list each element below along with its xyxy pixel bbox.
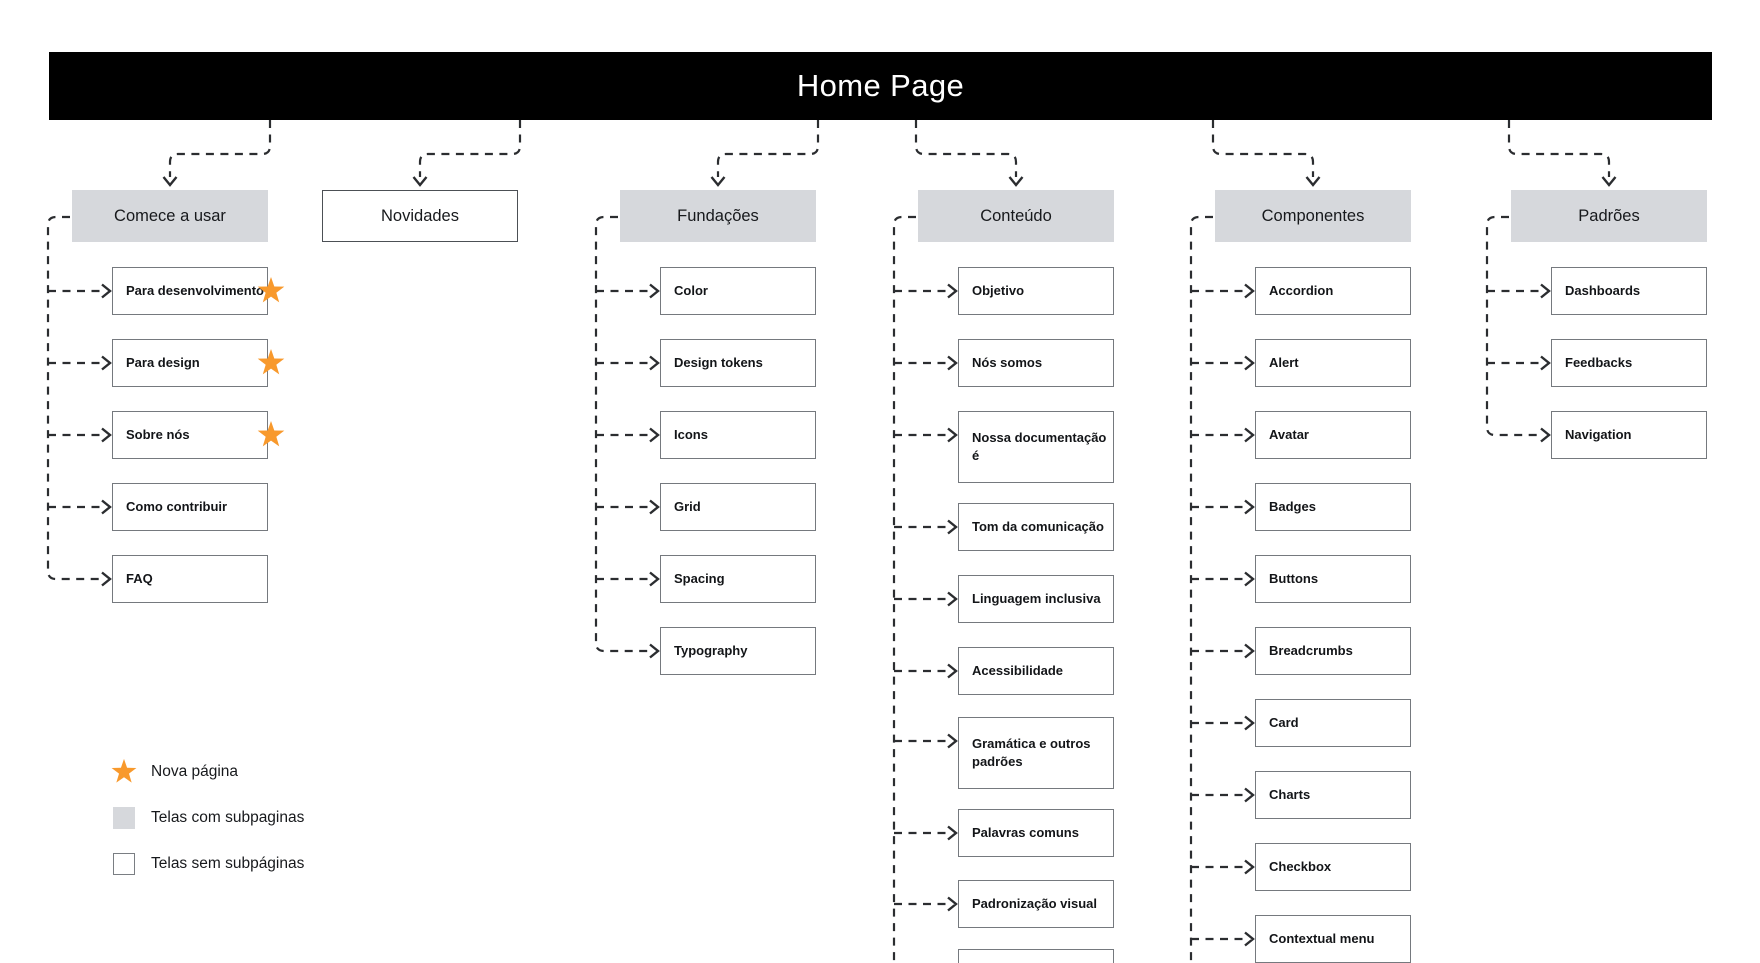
column-header-label: Novidades: [381, 206, 459, 225]
column-header-1[interactable]: Novidades: [322, 190, 518, 242]
node-child[interactable]: Breadcrumbs: [1255, 627, 1411, 675]
new-page-star-icon: [256, 276, 286, 306]
node-child[interactable]: Design tokens: [660, 339, 816, 387]
column-header-0[interactable]: Comece a usar: [72, 190, 268, 242]
node-child[interactable]: Grid: [660, 483, 816, 531]
node-child-label: Color: [674, 282, 708, 298]
node-child[interactable]: Objetivo: [958, 267, 1114, 315]
legend-item-label: Telas com subpaginas: [151, 809, 305, 826]
node-child-label: Breadcrumbs: [1269, 642, 1353, 658]
node-child-label: Para desenvolvimento: [126, 282, 264, 298]
node-child[interactable]: Card: [1255, 699, 1411, 747]
node-child-label: Alert: [1269, 354, 1299, 370]
node-child[interactable]: Para design: [112, 339, 285, 387]
node-child-label: Padronização visual: [972, 895, 1097, 911]
column-header-3[interactable]: Conteúdo: [918, 190, 1114, 242]
home-page-title: Home Page: [796, 68, 965, 103]
node-child[interactable]: Buttons: [1255, 555, 1411, 603]
node-child[interactable]: Badges: [1255, 483, 1411, 531]
column-header-label: Componentes: [1261, 206, 1365, 225]
node-child-label: Gramática e outros padrões: [972, 735, 1091, 769]
node-child[interactable]: Checkbox: [1255, 843, 1411, 891]
node-child-label: Badges: [1269, 498, 1316, 514]
no-subpages-swatch-icon: [110, 850, 138, 878]
node-child-label: Para design: [126, 354, 200, 370]
node-child[interactable]: Como contribuir: [112, 483, 268, 531]
node-child-label: Acessibilidade: [972, 662, 1064, 678]
node-child-label: Como contribuir: [126, 498, 228, 514]
node-child-label: Feedbacks: [1565, 354, 1633, 370]
node-child-label: Sobre nós: [126, 426, 190, 442]
node-child[interactable]: Typography: [660, 627, 816, 675]
node-child[interactable]: FAQ: [112, 555, 268, 603]
node-child[interactable]: Alert: [1255, 339, 1411, 387]
node-child-label: Checkbox: [1269, 858, 1332, 874]
legend-item-label: Telas sem subpáginas: [151, 855, 305, 872]
node-child[interactable]: Padronização visual: [958, 880, 1114, 928]
legend-item-label: Nova página: [151, 763, 239, 780]
node-child[interactable]: Acessibilidade: [958, 647, 1114, 695]
node-child-label: Spacing: [674, 570, 725, 586]
column-header-4[interactable]: Componentes: [1215, 190, 1411, 242]
node-child-label: Typography: [674, 642, 748, 658]
subpages-swatch-icon: [110, 804, 138, 832]
node-child[interactable]: Para desenvolvimento: [112, 267, 285, 315]
node-child-label: Nossa documentação é: [972, 429, 1107, 463]
node-child-label: Accordion: [1269, 282, 1334, 298]
new-page-star-icon: [110, 758, 138, 786]
node-child[interactable]: Accordion: [1255, 267, 1411, 315]
node-child-label: Objetivo: [972, 282, 1025, 298]
node-child[interactable]: [958, 949, 1114, 963]
legend-item-new-page: Nova página: [110, 758, 238, 786]
node-child[interactable]: Avatar: [1255, 411, 1411, 459]
node-child[interactable]: Nossa documentação é: [958, 411, 1114, 483]
node-child-label: Nós somos: [972, 354, 1043, 370]
node-child[interactable]: Spacing: [660, 555, 816, 603]
node-child-label: Grid: [674, 498, 701, 514]
node-child-label: FAQ: [126, 570, 153, 586]
node-child-label: Navigation: [1565, 426, 1632, 442]
node-child[interactable]: Tom da comunicação: [958, 503, 1114, 551]
node-child[interactable]: Feedbacks: [1551, 339, 1707, 387]
connector-dashed-line: [46, 120, 1611, 963]
legend-item-with-subpages: Telas com subpaginas: [110, 804, 304, 832]
node-child-label: Charts: [1269, 786, 1311, 802]
node-child-label: Icons: [674, 426, 708, 442]
node-child-label: Card: [1269, 714, 1299, 730]
node-child[interactable]: Navigation: [1551, 411, 1707, 459]
node-child-label: Buttons: [1269, 570, 1319, 586]
new-page-star-icon: [256, 348, 286, 378]
node-child[interactable]: Contextual menu: [1255, 915, 1411, 963]
node-child-label: Dashboards: [1565, 282, 1641, 298]
column-header-5[interactable]: Padrões: [1511, 190, 1707, 242]
node-child[interactable]: Color: [660, 267, 816, 315]
column-header-label: Padrões: [1578, 206, 1640, 225]
column-header-label: Conteúdo: [980, 206, 1052, 225]
node-child-label: Avatar: [1269, 426, 1309, 442]
node-child[interactable]: Nós somos: [958, 339, 1114, 387]
node-child-label: Linguagem inclusiva: [972, 590, 1101, 606]
node-child-label: Contextual menu: [1269, 930, 1375, 946]
node-child-label: Design tokens: [674, 354, 763, 370]
node-child-label: Palavras comuns: [972, 824, 1079, 840]
node-child[interactable]: Linguagem inclusiva: [958, 575, 1114, 623]
node-child[interactable]: Icons: [660, 411, 816, 459]
node-child[interactable]: Sobre nós: [112, 411, 285, 459]
node-child[interactable]: Palavras comuns: [958, 809, 1114, 857]
home-page-node[interactable]: Home Page: [49, 52, 1712, 120]
node-child-label: Tom da comunicação: [972, 518, 1104, 534]
column-header-label: Fundações: [677, 206, 759, 225]
node-child[interactable]: Gramática e outros padrões: [958, 717, 1114, 789]
column-header-2[interactable]: Fundações: [620, 190, 816, 242]
node-child[interactable]: Charts: [1255, 771, 1411, 819]
node-child[interactable]: Dashboards: [1551, 267, 1707, 315]
new-page-star-icon: [256, 420, 286, 450]
legend-item-without-subpages: Telas sem subpáginas: [110, 850, 304, 878]
column-header-label: Comece a usar: [114, 206, 226, 225]
